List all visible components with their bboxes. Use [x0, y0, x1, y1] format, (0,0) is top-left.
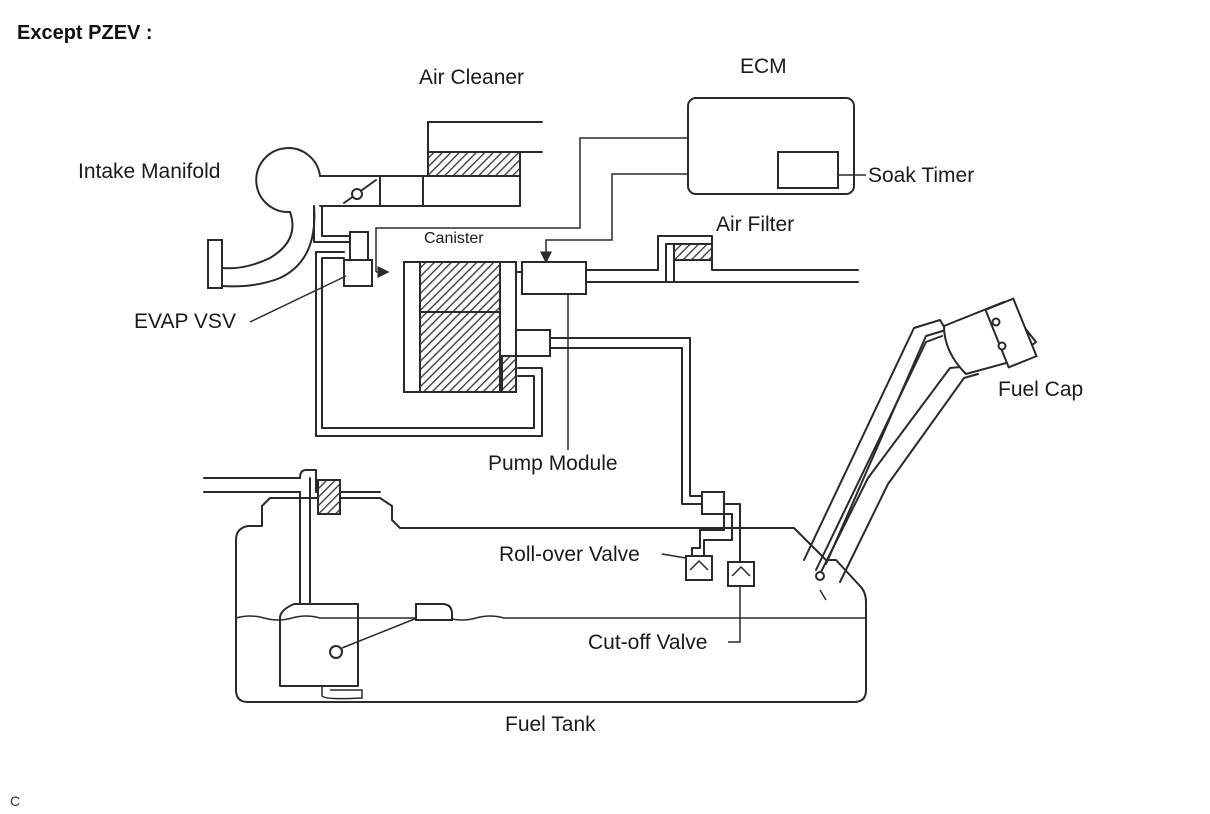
filler-neck [803, 319, 979, 601]
pump-module [515, 261, 587, 450]
footer-code: C [10, 793, 20, 809]
label-canister: Canister [424, 230, 484, 247]
label-fuel-tank: Fuel Tank [505, 713, 596, 736]
fuel-tank [235, 497, 867, 703]
label-fuel-cap: Fuel Cap [998, 378, 1083, 401]
label-ecm: ECM [740, 55, 787, 78]
label-air-filter: Air Filter [716, 213, 794, 236]
diagram-title: Except PZEV : [17, 22, 153, 44]
label-cutoff-valve: Cut-off Valve [588, 631, 707, 654]
cutoff-valve [727, 561, 755, 643]
fuel-cap [942, 297, 1038, 376]
ecm-unit [687, 97, 866, 195]
canister [403, 261, 517, 393]
label-soak-timer: Soak Timer [868, 164, 974, 187]
label-evap-vsv: EVAP VSV [134, 310, 236, 333]
label-rollover-valve: Roll-over Valve [499, 543, 640, 566]
rollover-valve [661, 553, 713, 581]
air-cleaner [427, 121, 543, 207]
label-intake-manifold: Intake Manifold [78, 160, 220, 183]
air-filter [673, 243, 713, 283]
label-air-cleaner: Air Cleaner [419, 66, 524, 89]
label-pump-module: Pump Module [488, 452, 618, 475]
evap-vsv [343, 231, 373, 287]
fuel-pump-assembly [279, 477, 453, 700]
